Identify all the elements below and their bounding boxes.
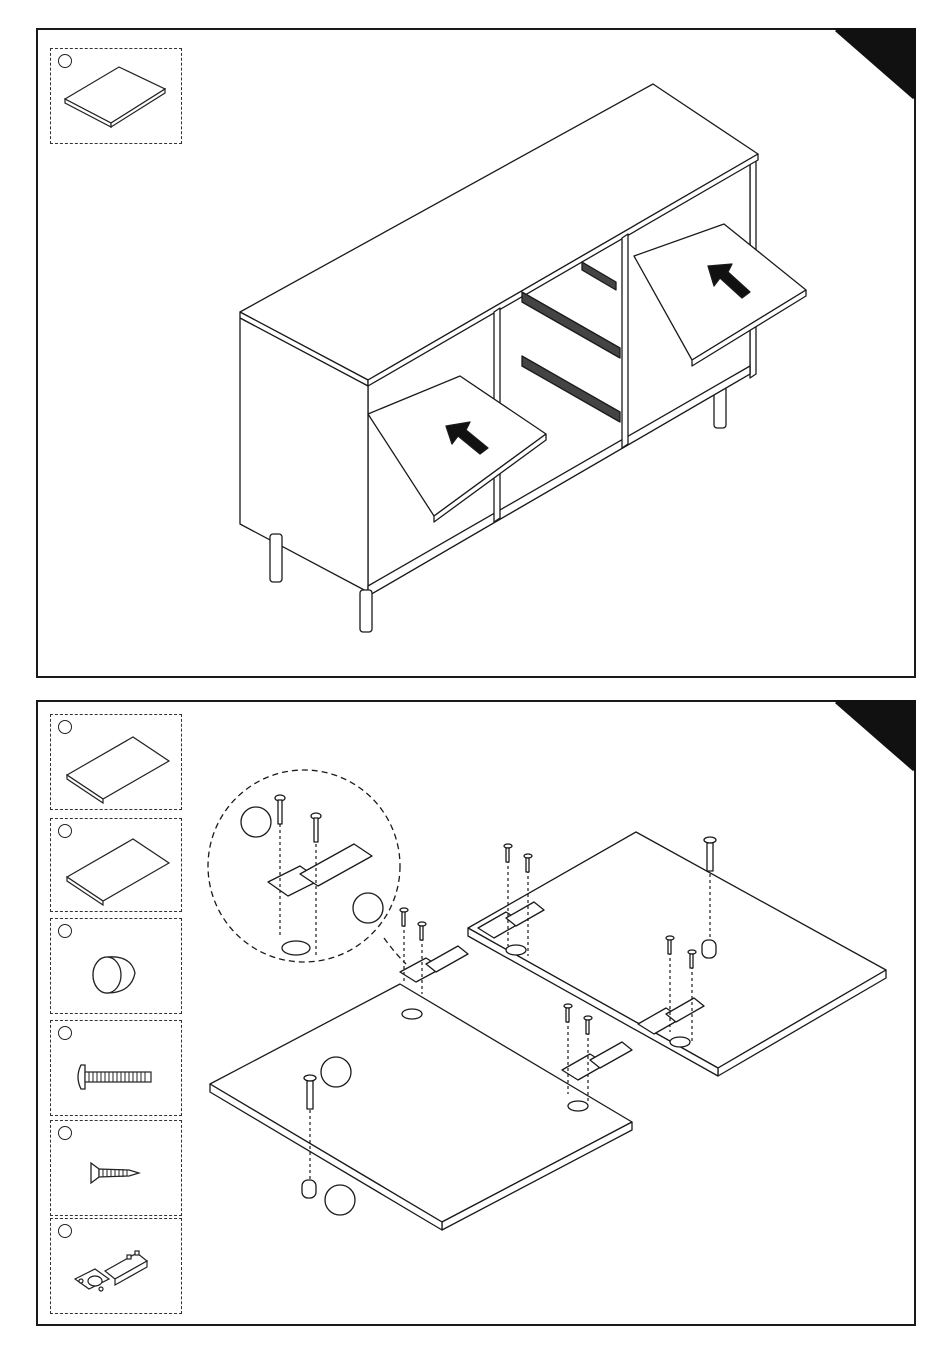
step-panel-2 bbox=[36, 700, 916, 1326]
step-panel-1 bbox=[36, 28, 916, 678]
sideboard-shelf-diagram bbox=[38, 30, 914, 676]
door-hinge-assembly-diagram bbox=[38, 702, 914, 1324]
